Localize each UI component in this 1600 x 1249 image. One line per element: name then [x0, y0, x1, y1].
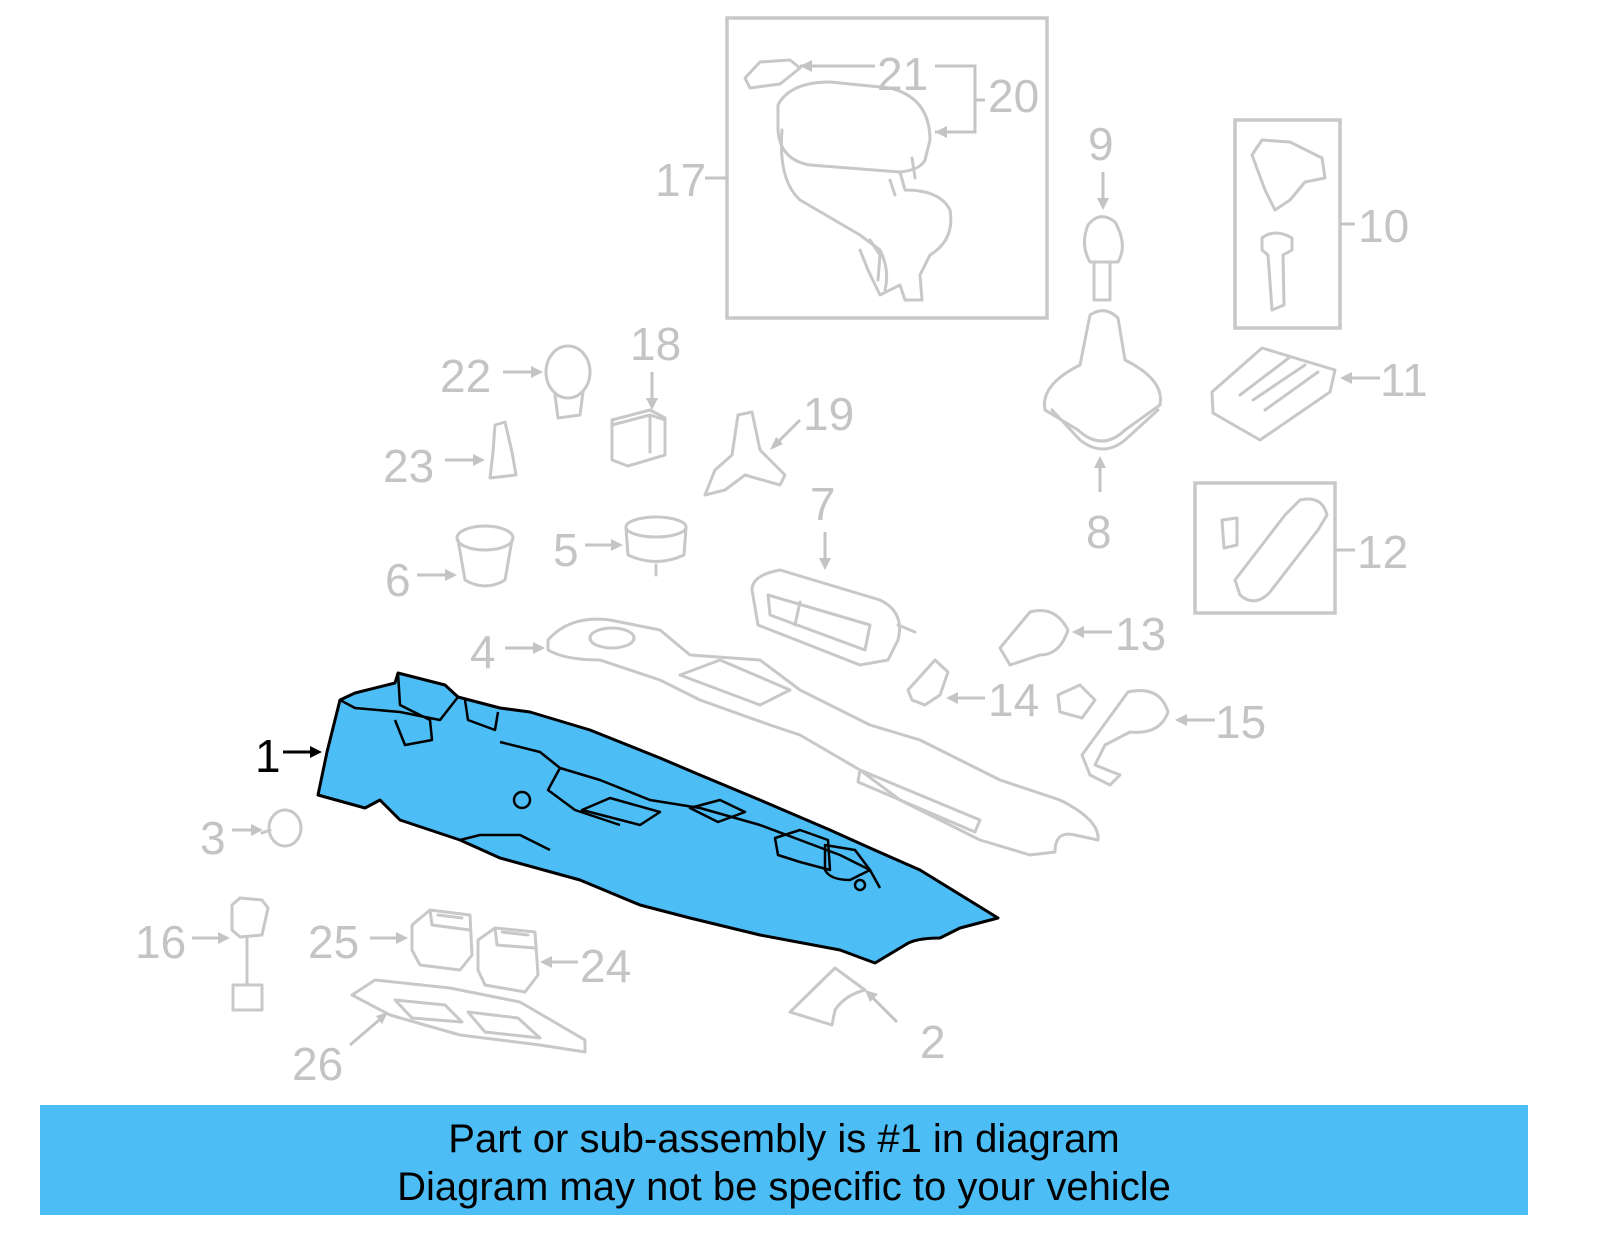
part-5-ring[interactable]	[624, 515, 688, 577]
part-1-console-base[interactable]	[316, 671, 1000, 965]
part-19-bracket[interactable]	[703, 410, 787, 497]
callout-14: 14	[988, 674, 1039, 726]
banner-line-1: Part or sub-assembly is #1 in diagram	[448, 1117, 1120, 1161]
part-9-shift-knob[interactable]	[1083, 215, 1124, 302]
part-21-lid-insert[interactable]	[743, 58, 802, 90]
callout-10: 10	[1358, 200, 1409, 252]
callout-9: 9	[1088, 118, 1114, 170]
part-15-power-outlet[interactable]	[1056, 683, 1170, 787]
callout-23: 23	[383, 440, 434, 492]
part-17-armrest[interactable]	[776, 80, 953, 302]
callout-8: 8	[1086, 506, 1112, 558]
part-11-shift-plate[interactable]	[1210, 346, 1337, 442]
callout-5: 5	[553, 524, 579, 576]
part-22-cap[interactable]	[544, 344, 592, 420]
callout-25: 25	[308, 916, 359, 968]
part-2-trim[interactable]	[788, 966, 867, 1027]
armrest-group-box	[725, 16, 1049, 320]
part-6-cup-holder[interactable]	[455, 524, 515, 588]
callout-7: 7	[810, 478, 836, 530]
part-7-tray[interactable]	[750, 568, 917, 667]
part-23-plug[interactable]	[488, 420, 518, 480]
callout-15: 15	[1215, 696, 1266, 748]
callout-22: 22	[440, 350, 491, 402]
callout-6: 6	[385, 554, 411, 606]
part-12-lighter-socket[interactable]	[1220, 497, 1329, 603]
callout-24: 24	[580, 940, 631, 992]
part-18-switch[interactable]	[610, 408, 667, 468]
part-24-switch[interactable]	[476, 926, 540, 994]
knob-kit-box	[1233, 118, 1342, 330]
part-10-knob-kit[interactable]	[1250, 138, 1327, 312]
callout-17: 17	[655, 154, 706, 206]
callout-2: 2	[920, 1016, 946, 1068]
info-banner: Part or sub-assembly is #1 in diagram Di…	[40, 1105, 1528, 1215]
callout-1: 1	[255, 730, 281, 782]
lighter-box	[1193, 481, 1337, 615]
callout-3: 3	[200, 812, 226, 864]
callout-4: 4	[470, 626, 496, 678]
callout-18: 18	[630, 318, 681, 370]
part-3-plug[interactable]	[260, 808, 303, 848]
banner-line-2: Diagram may not be specific to your vehi…	[397, 1165, 1171, 1209]
part-13-socket[interactable]	[998, 609, 1070, 667]
part-26-switch-bezel[interactable]	[350, 978, 587, 1054]
callout-16: 16	[135, 916, 186, 968]
callout-13: 13	[1115, 608, 1166, 660]
callout-20: 20	[988, 70, 1039, 122]
part-25-switch[interactable]	[410, 908, 474, 972]
part-16-connector[interactable]	[230, 896, 270, 1012]
callout-11: 11	[1380, 354, 1428, 406]
part-4-console-panel[interactable]	[546, 617, 1100, 857]
part-8-shift-boot[interactable]	[1042, 309, 1163, 451]
callout-12: 12	[1357, 526, 1408, 578]
callout-19: 19	[803, 388, 854, 440]
part-14-clip[interactable]	[906, 658, 950, 707]
callout-21: 21	[877, 48, 928, 100]
callout-26: 26	[292, 1038, 343, 1090]
